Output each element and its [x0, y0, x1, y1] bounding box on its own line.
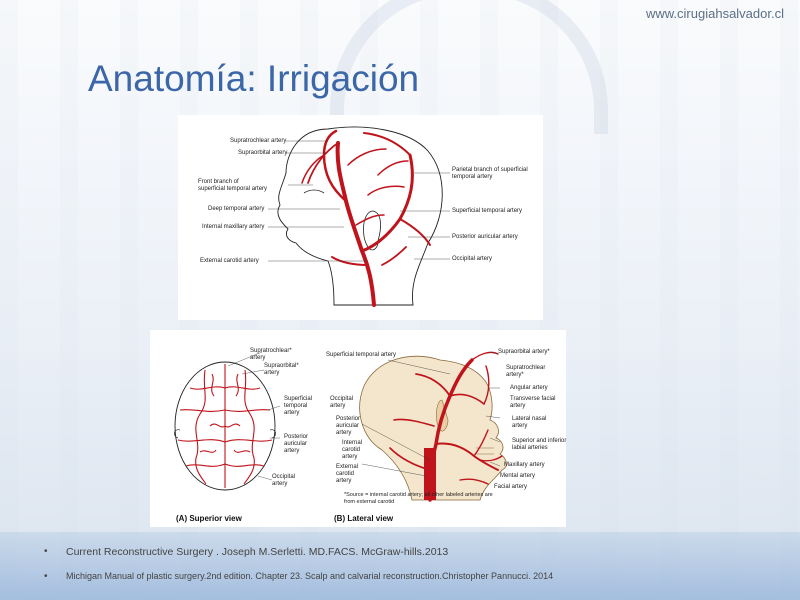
caption-lateral-view: (B) Lateral view: [334, 514, 394, 523]
lat-label-supratrochlear-1: Supratrochlear: [506, 365, 546, 371]
label-parietal-branch-1: Parietal branch of superficial: [452, 167, 528, 173]
label-superficial-temporal: Superficial temporal artery: [452, 208, 523, 214]
label-front-branch-1: Front branch of: [198, 179, 239, 185]
lat-label-posterior-auricular-2: auricular: [336, 423, 360, 429]
sup-label-supratrochlear-2: artery: [250, 355, 266, 361]
label-posterior-auricular: Posterior auricular artery: [452, 234, 518, 240]
sup-label-posterior-auricular-1: Posterior: [284, 434, 309, 440]
website-url: www.cirugiahsalvador.cl: [645, 6, 784, 21]
label-deep-temporal: Deep temporal artery: [208, 206, 265, 212]
lat-label-mental: Mental artery: [500, 473, 536, 479]
lat-label-lateral-nasal-2: artery: [512, 423, 528, 429]
sup-label-supraorbital-2: artery: [264, 370, 280, 376]
lat-label-external-carotid-1: External: [336, 464, 359, 470]
lat-label-superficial-temporal: Superficial temporal artery: [326, 352, 397, 358]
lat-label-internal-carotid-3: artery: [342, 454, 358, 460]
lat-label-supraorbital: Supraorbital artery*: [498, 349, 550, 355]
label-parietal-branch-2: temporal artery: [452, 174, 493, 180]
reference-text: Michigan Manual of plastic surgery.2nd e…: [66, 571, 554, 581]
lat-label-supratrochlear-2: artery*: [506, 372, 524, 378]
bottom-band: [0, 532, 800, 600]
sup-label-superficial-temporal-3: artery: [284, 410, 300, 416]
caption-superior-view: (A) Superior view: [176, 514, 242, 523]
figure-head-lateral: Supratrochlear artery Supraorbital arter…: [178, 115, 543, 320]
lat-label-external-carotid-3: artery: [336, 478, 352, 484]
sup-label-supraorbital-1: Supraorbital*: [264, 363, 299, 369]
reference-text: Current Reconstructive Surgery . Joseph …: [66, 546, 449, 558]
lat-label-internal-carotid-2: carotid: [342, 447, 361, 453]
sup-label-occipital-2: artery: [272, 481, 288, 487]
label-internal-maxillary: Internal maxillary artery: [202, 224, 265, 230]
lat-label-internal-carotid-1: Internal: [342, 440, 363, 446]
lat-label-labial-2: labial arteries: [512, 445, 548, 451]
lat-label-occipital-2: artery: [330, 403, 346, 409]
sup-label-supratrochlear-1: Supratrochlear*: [250, 348, 292, 354]
label-front-branch-2: superficial temporal artery: [198, 186, 268, 192]
sup-label-occipital-1: Occipital: [272, 474, 296, 480]
reference-item: • Michigan Manual of plastic surgery.2nd…: [40, 571, 554, 582]
lat-label-transverse-facial-2: artery: [510, 403, 526, 409]
lat-label-external-carotid-2: carotid: [336, 471, 355, 477]
scalp-face-artery-illustration: [174, 351, 507, 502]
label-occipital: Occipital artery: [452, 256, 493, 262]
lat-label-maxillary: Maxillary artery: [504, 462, 545, 468]
head-artery-illustration: [268, 126, 450, 307]
references-list: • Current Reconstructive Surgery . Josep…: [40, 546, 554, 582]
lat-label-angular: Angular artery: [510, 385, 548, 391]
bullet-icon: •: [44, 571, 48, 582]
source-note: *Source = internal carotid artery; all o…: [344, 492, 493, 505]
lat-label-transverse-facial-1: Transverse facial: [510, 396, 556, 402]
lat-label-posterior-auricular-1: Posterior: [336, 416, 361, 422]
slide-title: Anatomía: Irrigación: [88, 58, 420, 99]
sup-label-posterior-auricular-3: artery: [284, 448, 300, 454]
lat-label-lateral-nasal-1: Lateral nasal: [512, 416, 547, 422]
bullet-icon: •: [44, 546, 48, 557]
lat-label-occipital-1: Occipital: [330, 396, 354, 402]
sup-label-posterior-auricular-2: auricular: [284, 441, 308, 447]
figure-superior-lateral: Supratrochlear* artery Supraorbital* art…: [150, 330, 566, 527]
lat-label-posterior-auricular-3: artery: [336, 430, 352, 436]
lat-label-facial: Facial artery: [494, 484, 528, 490]
label-supraorbital: Supraorbital artery: [238, 150, 288, 156]
lat-label-labial-1: Superior and inferior: [512, 438, 567, 444]
label-supratrochlear: Supratrochlear artery: [230, 138, 287, 144]
sup-label-superficial-temporal-1: Superficial: [284, 396, 313, 402]
reference-item: • Current Reconstructive Surgery . Josep…: [40, 546, 553, 558]
label-external-carotid: External carotid artery: [200, 258, 259, 264]
sup-label-superficial-temporal-2: temporal: [284, 403, 308, 409]
